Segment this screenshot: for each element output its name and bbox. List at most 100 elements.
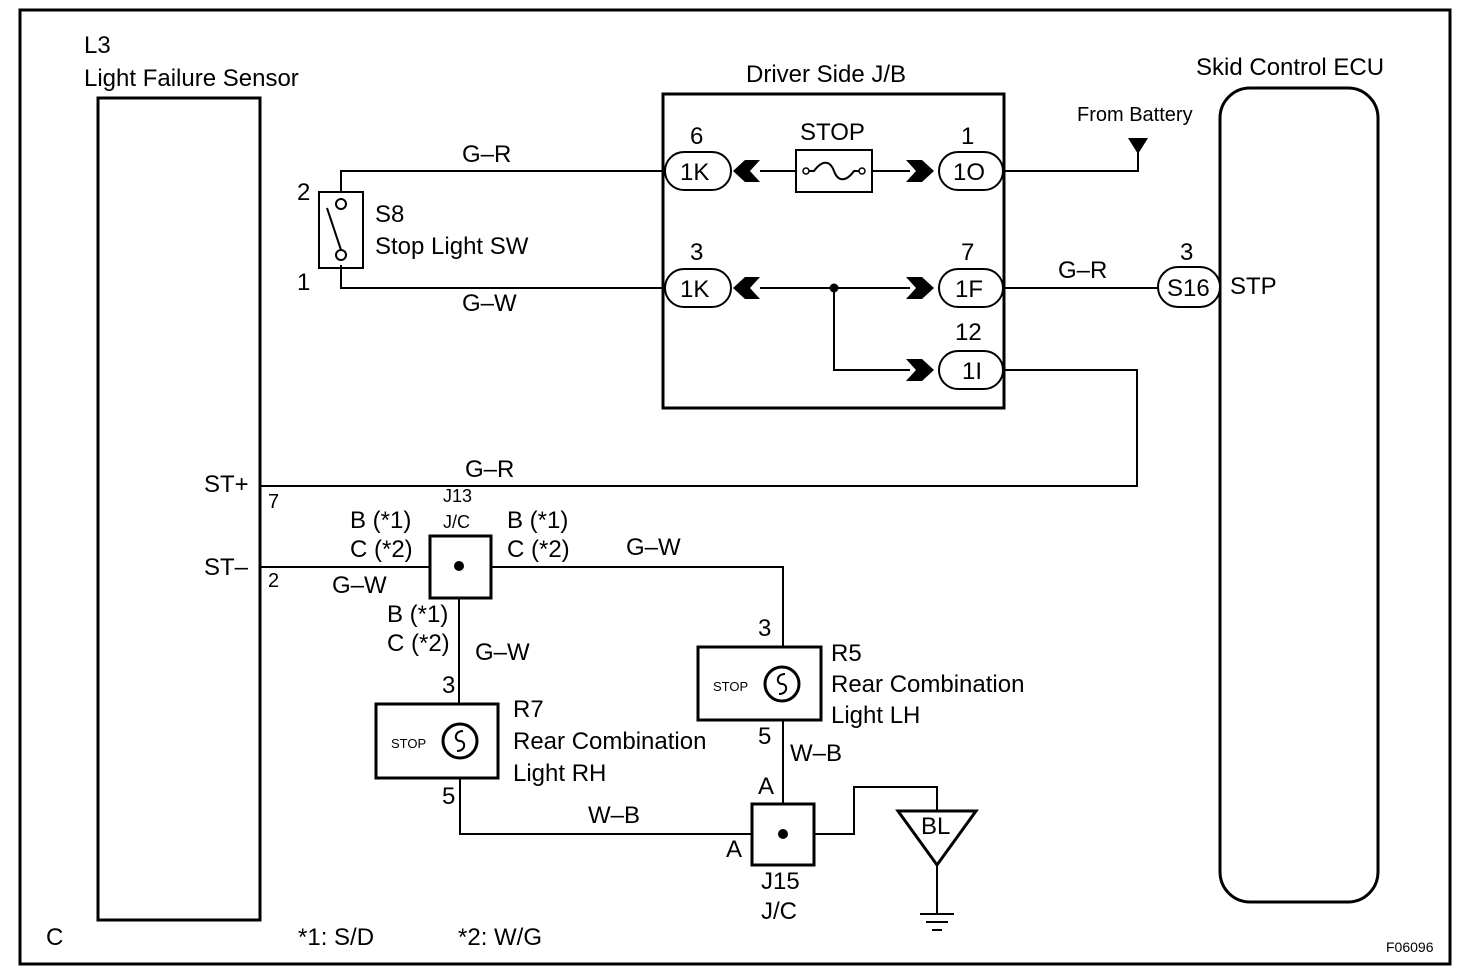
connector-arrow-icon <box>906 359 934 381</box>
st-plus-wire: G–R <box>260 369 1138 487</box>
j13-splice-dot <box>454 561 464 571</box>
connector-s16 <box>1157 266 1221 308</box>
wire-label-j13-r5: G–W <box>626 534 681 561</box>
connector-1f-number: 7 <box>961 239 974 266</box>
j13-bottom-label-1: B (*1) <box>387 601 448 628</box>
diagram-frame <box>18 8 1452 966</box>
r5-lamp-label: STOP <box>713 679 748 694</box>
pin-st-plus-number: 7 <box>268 491 279 513</box>
connector-1i <box>938 350 1004 390</box>
sensor-box <box>96 96 262 922</box>
r7-lamp-label: STOP <box>391 736 426 751</box>
connector-1i-label: 1I <box>962 358 982 385</box>
connector-1k-pin6-number: 6 <box>690 123 703 150</box>
connector-1o-label: 1O <box>953 159 985 186</box>
ecu-name: Skid Control ECU <box>1196 54 1384 81</box>
r5-name-2: Light LH <box>831 702 920 729</box>
ecu-terminal-stp: STP <box>1230 273 1277 300</box>
light-failure-sensor: L3 Light Failure Sensor ST+ 7 ST– 2 <box>84 32 299 922</box>
switch-name: Stop Light SW <box>375 233 529 260</box>
r7-pin-bottom: 5 <box>442 783 455 810</box>
connector-1o-number: 1 <box>961 123 974 150</box>
connector-1k-pin6-label: 1K <box>680 159 709 186</box>
r5-code: R5 <box>831 640 862 667</box>
battery-label: From Battery <box>1077 104 1193 126</box>
r7-name-1: Rear Combination <box>513 728 706 755</box>
r7-code: R7 <box>513 696 544 723</box>
j13-left-label-2: C (*2) <box>350 536 413 563</box>
j13-junction: G–W J13 J/C B (*1) C (*2) B (*1) C (*2) … <box>260 486 784 704</box>
stop-light-switch: G–R 2 1 S8 Stop Light SW G–W <box>297 141 665 317</box>
rear-combination-light-lh: 3 STOP R5 Rear Combination Light LH 5 W–… <box>696 615 1024 804</box>
j13-code: J13 <box>443 486 472 506</box>
connector-arrow-icon <box>906 160 934 182</box>
ecu-pin-number: 3 <box>1180 239 1193 266</box>
r5-pin-top: 3 <box>758 615 771 642</box>
r5-box <box>696 645 823 722</box>
battery-feed: From Battery <box>1004 104 1193 172</box>
skid-control-ecu: Skid Control ECU STP <box>1196 54 1384 904</box>
wire-label-j13-r7: G–W <box>475 639 530 666</box>
r7-pin-top: 3 <box>442 672 455 699</box>
connector-1f-label: 1F <box>955 276 983 303</box>
switch-pin-2: 2 <box>297 179 310 206</box>
sensor-code: L3 <box>84 32 111 59</box>
j15-splice-dot <box>778 829 788 839</box>
ecu-connection: G–R 3 S16 <box>1004 239 1221 308</box>
j13-left-label-1: B (*1) <box>350 507 411 534</box>
connector-1i-number: 12 <box>955 319 982 346</box>
connector-1f <box>938 268 1004 308</box>
j15-pin-top: A <box>758 773 774 800</box>
driver-side-junction-box: Driver Side J/B STOP 6 1K 1 1O 3 1K 7 <box>661 61 1006 410</box>
switch-code: S8 <box>375 201 404 228</box>
pin-st-minus-number: 2 <box>268 570 279 592</box>
j15-pin-left: A <box>726 836 742 863</box>
j13-right-label-2: C (*2) <box>507 536 570 563</box>
wire-label-st-plus: G–R <box>465 456 514 483</box>
connector-1o <box>938 151 1004 191</box>
bulb-filament-icon <box>776 673 788 695</box>
jb-name: Driver Side J/B <box>746 61 906 88</box>
wire-label-r7-j15: W–B <box>588 802 640 829</box>
fuse-element-icon <box>806 161 862 181</box>
rear-combination-light-rh: 3 STOP R7 Rear Combination Light RH 5 W–… <box>374 672 752 835</box>
wire-label-r5-j15: W–B <box>790 740 842 767</box>
r5-pin-bottom: 5 <box>758 723 771 750</box>
j13-bottom-label-2: C (*2) <box>387 630 450 657</box>
connector-arrow-icon <box>906 277 934 299</box>
wire-label-switch-1k: G–W <box>462 290 517 317</box>
j15-junction: A A J15 J/C BL <box>726 773 979 931</box>
r7-name-2: Light RH <box>513 760 606 787</box>
r7-box <box>374 702 500 780</box>
wire-label-fuse-switch: G–R <box>462 141 511 168</box>
connector-s16-label: S16 <box>1167 275 1210 302</box>
note-2: *2: W/G <box>458 924 542 951</box>
j15-type: J/C <box>761 898 797 925</box>
footer-notes: C *1: S/D *2: W/G F06096 <box>46 924 1434 955</box>
pin-st-plus: ST+ <box>204 471 249 498</box>
r5-name-1: Rear Combination <box>831 671 1024 698</box>
connector-arrow-icon <box>733 277 760 299</box>
battery-arrow-icon <box>1128 138 1148 154</box>
ground-point-icon <box>895 809 979 868</box>
wire-label-1f-ecu: G–R <box>1058 257 1107 284</box>
connector-arrow-icon <box>733 160 760 182</box>
j15-code: J15 <box>761 868 800 895</box>
bulb-filament-icon <box>454 730 466 752</box>
sensor-name: Light Failure Sensor <box>84 65 299 92</box>
wire-label-st-minus: G–W <box>332 572 387 599</box>
j13-right-label-1: B (*1) <box>507 507 568 534</box>
jb-splice-dot <box>829 283 839 293</box>
ecu-box <box>1218 86 1380 904</box>
switch-contact-icon <box>326 207 342 251</box>
corner-letter: C <box>46 924 63 951</box>
connector-1k-pin3-label: 1K <box>680 276 709 303</box>
connector-1k-pin3-number: 3 <box>690 239 703 266</box>
fuse-label: STOP <box>800 119 865 146</box>
figure-code: F06096 <box>1386 939 1434 955</box>
ground-label: BL <box>921 813 950 840</box>
pin-st-minus: ST– <box>204 554 249 581</box>
j13-type: J/C <box>443 512 470 532</box>
switch-pin-1: 1 <box>297 269 310 296</box>
